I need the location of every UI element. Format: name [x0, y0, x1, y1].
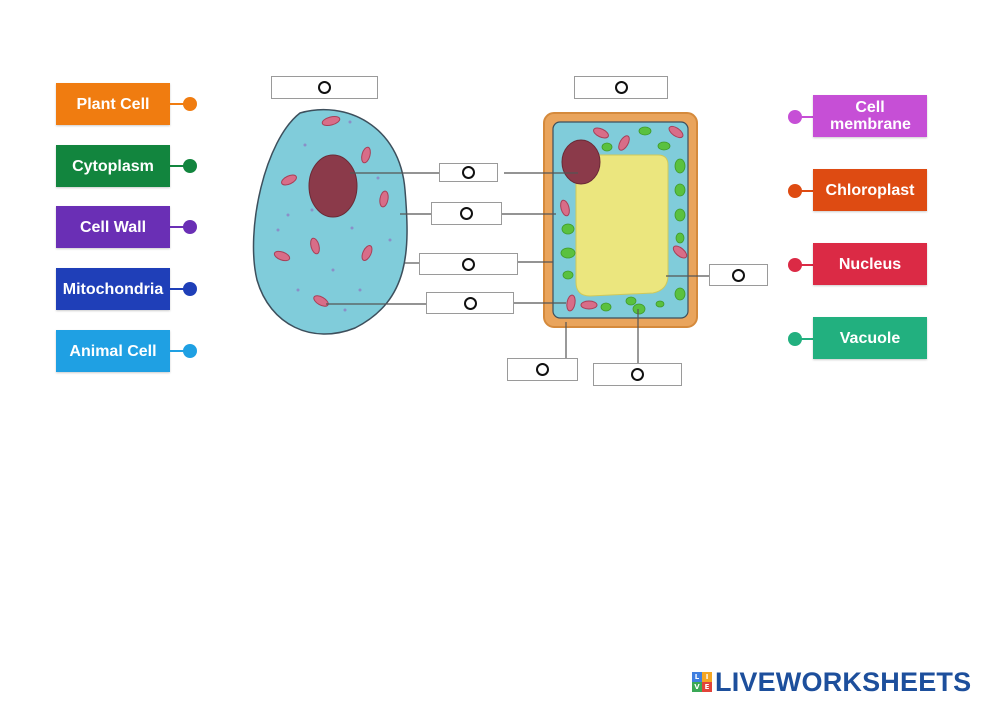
- connector-line: [800, 116, 814, 118]
- brand-mark-letter: E: [702, 682, 712, 692]
- connector-dot[interactable]: [183, 344, 197, 358]
- plant-mitochondria: [560, 125, 688, 312]
- label-text: Plant Cell: [76, 95, 150, 113]
- circle-marker-icon: [463, 296, 477, 310]
- animal-mitochondria: [273, 115, 389, 307]
- brand-mark-letter: I: [702, 672, 712, 682]
- label-cell-membrane[interactable]: Cell membrane: [813, 95, 927, 137]
- drop-target-cell-wall[interactable]: [507, 358, 578, 381]
- drop-target-nucleus[interactable]: [439, 163, 498, 182]
- label-mitochondria[interactable]: Mitochondria: [56, 268, 170, 310]
- connector-dot[interactable]: [788, 258, 802, 272]
- label-cell-wall[interactable]: Cell Wall: [56, 206, 170, 248]
- connector-dot[interactable]: [183, 159, 197, 173]
- connector-line: [800, 190, 814, 192]
- plant-chloroplasts: [560, 126, 686, 315]
- connector-line: [170, 165, 184, 167]
- animal-cell-nucleus: [308, 154, 358, 218]
- connector-dot[interactable]: [183, 282, 197, 296]
- drop-target-cytoplasm[interactable]: [431, 202, 502, 225]
- label-text: Mitochondria: [62, 280, 164, 298]
- label-text: Cell membrane: [830, 99, 911, 133]
- label-animal-cell[interactable]: Animal Cell: [56, 330, 170, 372]
- plant-nucleus: [561, 139, 601, 185]
- label-cytoplasm[interactable]: Cytoplasm: [56, 145, 170, 187]
- label-text: Cell Wall: [79, 218, 147, 236]
- connector-dot[interactable]: [788, 332, 802, 346]
- connector-dot[interactable]: [183, 220, 197, 234]
- connector-dot[interactable]: [788, 184, 802, 198]
- circle-marker-icon: [536, 363, 549, 376]
- label-text: Nucleus: [838, 255, 902, 273]
- drop-target-mitochondria[interactable]: [426, 292, 514, 314]
- plant-cell-illustration: [543, 112, 698, 328]
- brand-mark-letter: L: [692, 672, 702, 682]
- circle-marker-icon: [614, 81, 628, 94]
- label-plant-cell[interactable]: Plant Cell: [56, 83, 170, 125]
- animal-cell-illustration: [252, 109, 408, 335]
- brand-mark-icon: L I V E: [692, 672, 712, 692]
- label-chloroplast[interactable]: Chloroplast: [813, 169, 927, 211]
- liveworksheets-logo: L I V E LIVEWORKSHEETS: [692, 665, 971, 699]
- label-vacuole[interactable]: Vacuole: [813, 317, 927, 359]
- label-text: Animal Cell: [69, 342, 157, 360]
- animal-cell-membrane: [252, 109, 408, 335]
- drop-target-animal-cell-title[interactable]: [271, 76, 378, 99]
- brand-name: LIVEWORKSHEETS: [715, 666, 972, 697]
- connector-line: [800, 264, 814, 266]
- drop-target-chloroplast[interactable]: [593, 363, 682, 386]
- circle-marker-icon: [462, 257, 475, 271]
- leader-lines: [326, 172, 710, 363]
- connector-dot[interactable]: [183, 97, 197, 111]
- circle-marker-icon: [460, 207, 473, 220]
- connector-line: [170, 350, 184, 352]
- connector-dot[interactable]: [788, 110, 802, 124]
- label-nucleus[interactable]: Nucleus: [813, 243, 927, 285]
- circle-marker-icon: [462, 166, 475, 179]
- label-text: Chloroplast: [825, 181, 915, 199]
- label-text: Cytoplasm: [72, 157, 154, 175]
- circle-marker-icon: [318, 81, 331, 94]
- brand-mark-letter: V: [692, 682, 702, 692]
- connector-line: [800, 338, 814, 340]
- connector-line: [170, 226, 184, 228]
- connector-line: [170, 288, 184, 290]
- drop-target-vacuole[interactable]: [709, 264, 768, 286]
- label-text: Vacuole: [839, 329, 901, 347]
- connector-line: [170, 103, 184, 105]
- drop-target-cell-membrane[interactable]: [419, 253, 518, 275]
- drop-target-plant-cell-title[interactable]: [574, 76, 668, 99]
- circle-marker-icon: [631, 368, 644, 381]
- circle-marker-icon: [732, 268, 745, 282]
- animal-granules: [276, 120, 392, 312]
